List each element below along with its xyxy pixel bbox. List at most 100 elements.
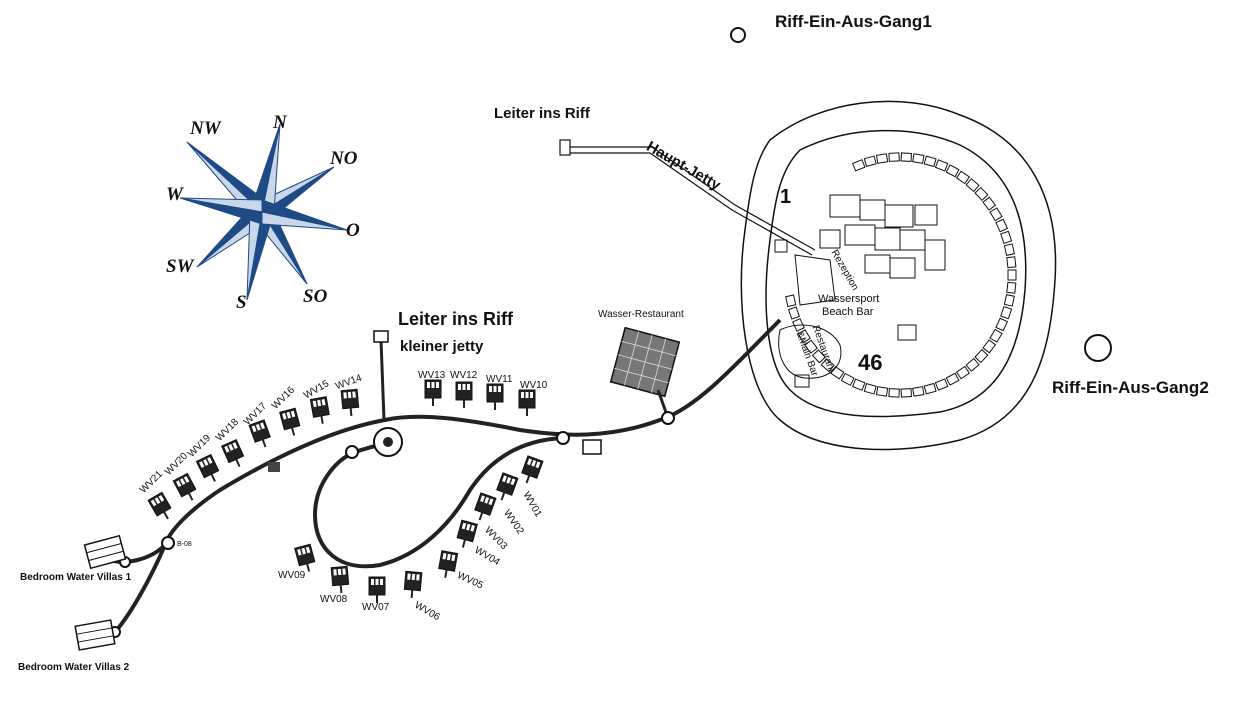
island-villa [989,207,1003,222]
island-villa [989,328,1003,343]
island-villa [888,388,900,398]
small-jetty [379,339,386,421]
island-villa [811,349,826,364]
beach-bar-label: Beach Bar [822,306,874,318]
island-villa [1007,269,1017,281]
compass-w-label: W [166,184,183,205]
water-villa-wv18 [220,438,245,468]
water-villa-wv17 [248,419,271,448]
small-deck [268,462,280,472]
water-villa-wv10 [518,389,536,416]
island-villa [1000,230,1013,245]
compass-rose-icon [179,123,348,301]
bedroom-water-villas-1-building [83,534,127,570]
water-villa-wv03 [474,492,497,521]
island-villa [1006,281,1017,294]
island-villa [995,218,1009,233]
water-villa-wv04 [456,519,478,548]
villa-label-wv10: WV10 [520,380,548,391]
compass-o-label: O [346,220,360,241]
bedroom-water-villas-2-label: Bedroom Water Villas 2 [18,662,130,673]
island-villa [1000,305,1013,320]
water-villa-wv07 [368,576,386,603]
island-villa [982,196,997,211]
island-villa [875,386,889,397]
junction-nodes [109,411,675,638]
island-villa [840,372,855,386]
island-villa [797,329,811,344]
island-villa [955,365,971,380]
compass-no-label: NO [330,148,358,169]
island-villa [965,178,980,193]
island-villa [888,152,900,162]
reef-entry-1-label: Riff-Ein-Aus-Gang1 [775,12,932,31]
island-villa [974,186,989,202]
service-box [582,439,602,455]
water-villa-wv11 [486,383,504,410]
island-villa [934,159,949,172]
water-villa-wv20 [172,472,197,501]
island-villa [1006,256,1017,269]
water-villa-wv16 [279,407,301,436]
ladder-top-label: Leiter ins Riff [494,105,590,122]
compass-s-label: S [236,292,247,313]
villa-label-wv12: WV12 [450,370,478,381]
island-villa [863,382,877,395]
island-villa [787,306,801,320]
water-villa-wv02 [496,472,519,501]
branch-walkway-bwv2 [113,544,167,634]
island-villa [851,159,866,172]
island-villa [1003,294,1015,307]
island-villa [785,294,797,308]
outer-water-villas [147,379,536,520]
island-villa [955,170,971,185]
island-villa [804,339,818,354]
villa-label-wv13: WV13 [418,370,446,381]
central-buildings [774,194,946,388]
island-villas [785,152,1017,398]
water-villa-wv13 [424,379,442,406]
island-villa [851,378,866,391]
water-restaurant-building [609,326,681,398]
inner-water-villas [294,455,544,603]
bedroom-water-villas-2-building [74,619,116,651]
compass-so-label: SO [303,286,328,307]
bedroom-water-villas-1-label: Bedroom Water Villas 1 [20,572,132,583]
island-villa [900,388,912,398]
water-villa-wv12 [455,381,473,408]
island-villa [982,339,997,354]
pavilion-hub [373,427,403,457]
island-reef-outline [740,100,1057,451]
villa-label-wv07: WV07 [362,602,390,613]
island-villa [863,155,877,168]
water-villa-wv01 [521,455,544,484]
compass-n-label: N [273,112,287,133]
island-villa [945,164,960,178]
villa-count-1-label: 1 [780,186,792,208]
island-villa [923,155,937,168]
ladder-mid-label: Leiter ins Riff [398,309,514,329]
water-villa-wv14 [340,388,360,417]
island-villa [912,153,925,164]
island-villa [875,153,889,164]
water-restaurant-label: Wasser-Restaurant [598,309,684,320]
water-villa-wv05 [438,550,459,578]
reef-entry-2-label: Riff-Ein-Aus-Gang2 [1052,378,1209,397]
island-villa [820,358,835,373]
reef-entry-2-marker [1084,334,1112,362]
island-villa [1003,243,1015,256]
island-villa [912,386,925,397]
villa-count-46-label: 46 [858,350,883,375]
water-villa-wv06 [403,570,423,599]
island-villa [974,348,989,364]
junction-code-label: B-08 [177,541,192,548]
villa-label-wv09: WV09 [278,570,306,581]
water-villa-wv08 [330,565,350,594]
compass-nw-label: NW [190,118,221,139]
island-beach-outline [765,129,1027,418]
island-villa [995,317,1009,332]
island-villa [945,372,960,386]
water-villa-wv15 [309,396,330,424]
island-villa [923,382,937,395]
